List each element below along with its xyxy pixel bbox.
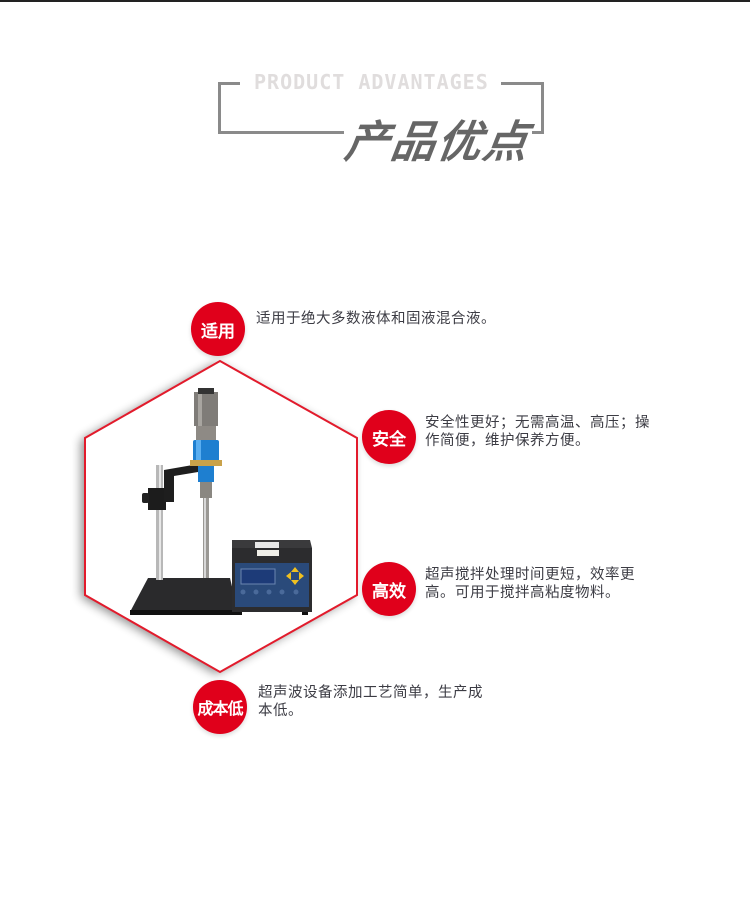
title-frame xyxy=(541,82,544,134)
feature-desc-applicable: 适用于绝大多数液体和固液混合液。 xyxy=(256,310,496,328)
feature-badge-low-cost: 成本低 xyxy=(193,680,247,734)
title-frame xyxy=(218,131,344,134)
title-frame xyxy=(218,82,240,85)
product-hexagon xyxy=(60,350,380,690)
feature-badge-safety: 安全 xyxy=(362,410,416,464)
feature-desc-line: 高。可用于搅拌高粘度物料。 xyxy=(425,585,620,601)
feature-badge-efficiency: 高效 xyxy=(362,562,416,616)
section-header: PRODUCT ADVANTAGES 产品优点 xyxy=(0,0,750,180)
feature-desc-efficiency: 超声搅拌处理时间更短，效率更 高。可用于搅拌高粘度物料。 xyxy=(425,566,635,602)
section-subtitle-en: PRODUCT ADVANTAGES xyxy=(254,70,489,94)
feature-desc-line: 本低。 xyxy=(258,703,303,719)
feature-desc-line: 超声波设备添加工艺简单，生产成 xyxy=(258,685,483,701)
section-title-cn: 产品优点 xyxy=(341,117,533,168)
feature-desc-line: 安全性更好；无需高温、高压；操 xyxy=(425,415,650,431)
ultrasonic-homogenizer-image xyxy=(130,388,312,615)
feature-desc-safety: 安全性更好；无需高温、高压；操 作简便，维护保养方便。 xyxy=(425,414,650,450)
title-frame xyxy=(532,131,544,134)
title-frame xyxy=(218,82,221,134)
feature-badge-applicable: 适用 xyxy=(191,302,245,356)
title-frame xyxy=(501,82,544,85)
feature-desc-low-cost: 超声波设备添加工艺简单，生产成 本低。 xyxy=(258,684,483,720)
feature-desc-line: 适用于绝大多数液体和固液混合液。 xyxy=(256,311,496,327)
top-border xyxy=(0,0,750,2)
feature-desc-line: 作简便，维护保养方便。 xyxy=(425,433,590,449)
feature-desc-line: 超声搅拌处理时间更短，效率更 xyxy=(425,567,635,583)
